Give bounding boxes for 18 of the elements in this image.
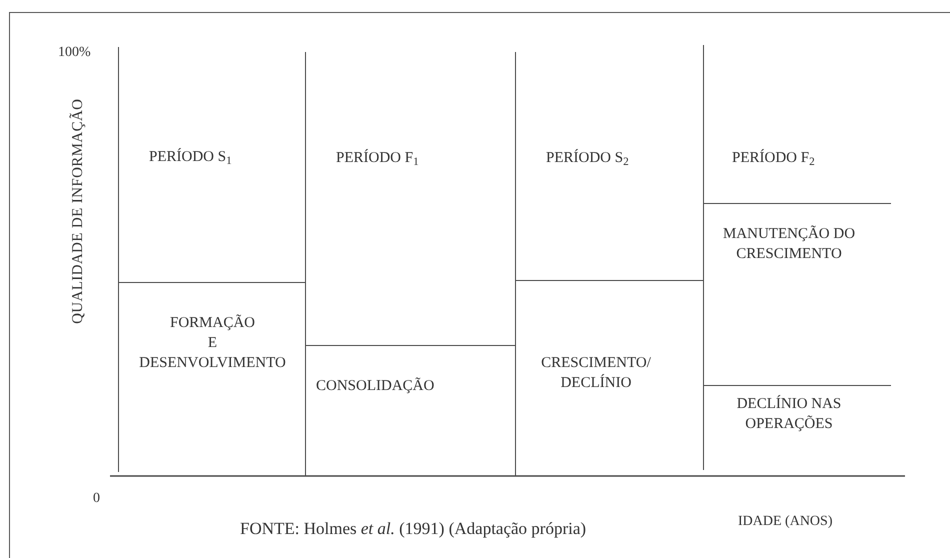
period-label: PERÍODO S$_{1}$ [149,147,233,167]
x-axis-title: IDADE (ANOS) [738,513,832,531]
period-label: PERÍODO F$_{2}$ [732,148,816,168]
y-axis-title: QUALIDADE DE INFORMAÇÃO [68,98,87,326]
source-caption: FONTE: Holmes et al. (1991) (Adaptação própria) [240,518,586,540]
period-label: PERÍODO S$_{2}$ [546,148,630,168]
period-column [703,45,890,470]
period-column [515,52,703,476]
stage-label: FORMAÇÃO E DESENVOLVIMENTO [138,314,287,373]
axis-origin-label: 0 [93,490,100,508]
stage-label: DECLÍNIO NAS OPERAÇÕES [736,394,842,434]
stage-label: CONSOLIDAÇÃO [316,376,436,396]
stage-label: CRESCIMENTO/ DECLÍNIO [540,354,652,393]
period-column [118,47,305,472]
period-label: PERÍODO F$_{1}$ [336,148,420,168]
period-column [305,52,515,476]
stage-label: MANUTENÇÃO DO CRESCIMENTO [722,224,856,264]
axis-max-label: 100% [58,44,91,62]
